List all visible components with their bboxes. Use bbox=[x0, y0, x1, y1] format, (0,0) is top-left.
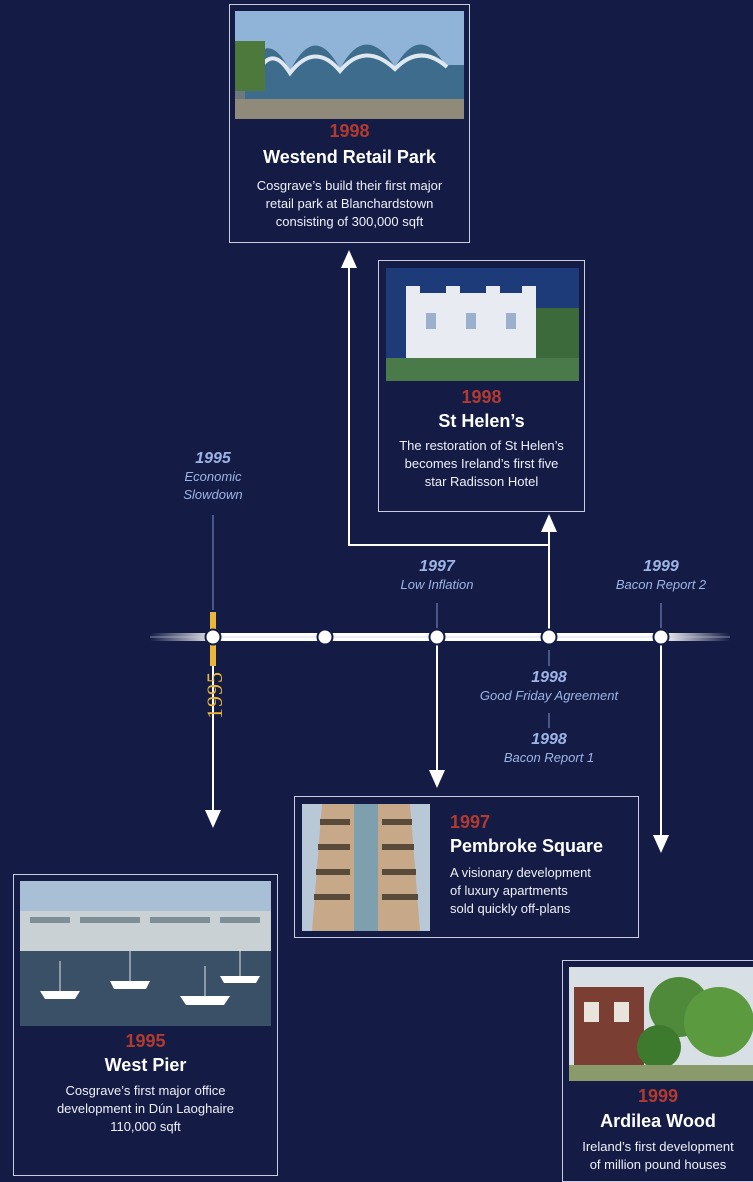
card-title: Ardilea Wood bbox=[600, 1111, 716, 1131]
card-description-line: 110,000 sqft bbox=[110, 1119, 181, 1134]
card-description: Ireland’s first development of million p… bbox=[571, 1138, 745, 1174]
card-description-line: retail park at Blanchardstown bbox=[265, 196, 434, 211]
node-1998 bbox=[540, 628, 558, 646]
event-1998-good-friday-agreement: 1998 Good Friday Agreement bbox=[459, 669, 639, 705]
pembroke-square-photo bbox=[302, 804, 430, 931]
card-description-line: Ireland’s first development bbox=[582, 1139, 734, 1154]
card-west-pier: 1995 West Pier Cosgrave’s first major of… bbox=[13, 874, 278, 1176]
card-title: West Pier bbox=[104, 1055, 187, 1075]
card-year: 1999 bbox=[637, 1086, 679, 1106]
card-title: St Helen’s bbox=[438, 411, 525, 431]
event-year: 1999 bbox=[643, 558, 679, 575]
card-westend-retail-park: 1998 Westend Retail Park Cosgrave’s buil… bbox=[229, 4, 470, 243]
card-year: 1995 bbox=[125, 1031, 166, 1051]
card-year: 1997 bbox=[450, 812, 491, 832]
event-year: 1995 bbox=[195, 450, 231, 467]
card-description-line: Cosgrave’s first major office bbox=[65, 1083, 226, 1098]
event-1999-bacon-report-2: 1999 Bacon Report 2 bbox=[596, 558, 726, 594]
card-description-line: sold quickly off-plans bbox=[450, 901, 571, 916]
event-1997-low-inflation: 1997 Low Inflation bbox=[377, 558, 497, 594]
card-year: 1998 bbox=[329, 121, 370, 141]
card-description: The restoration of St Helen’s becomes Ir… bbox=[387, 437, 576, 491]
card-ardilea-wood: 1999 Ardilea Wood Ireland’s first develo… bbox=[562, 960, 753, 1182]
card-description-line: star Radisson Hotel bbox=[424, 474, 539, 489]
axis-year-label-wrap: 1995 bbox=[199, 666, 229, 722]
card-description-line: development in Dún Laoghaire bbox=[56, 1101, 235, 1116]
event-year: 1998 bbox=[531, 731, 567, 748]
ardilea-wood-photo bbox=[569, 967, 753, 1081]
node-1999 bbox=[652, 628, 670, 646]
node-1996 bbox=[316, 628, 334, 646]
card-description-line: The restoration of St Helen’s bbox=[399, 438, 564, 453]
card-description: A visionary development of luxury apartm… bbox=[450, 864, 630, 918]
event-label: Economic bbox=[184, 469, 242, 484]
card-description-line: becomes Ireland’s first five bbox=[404, 456, 559, 471]
card-description: Cosgrave’s build their first major retai… bbox=[238, 177, 461, 231]
node-1997 bbox=[428, 628, 446, 646]
arrow-westend bbox=[341, 250, 549, 546]
west-pier-photo bbox=[20, 881, 271, 1026]
event-1998-bacon-report-1: 1998 Bacon Report 1 bbox=[479, 731, 619, 767]
card-year: 1998 bbox=[461, 387, 502, 407]
event-label: Low Inflation bbox=[400, 577, 474, 592]
event-year: 1998 bbox=[531, 669, 567, 686]
card-title: Westend Retail Park bbox=[263, 147, 436, 167]
card-description-line: of luxury apartments bbox=[450, 883, 568, 898]
event-label: Slowdown bbox=[183, 487, 243, 502]
event-label: Good Friday Agreement bbox=[479, 688, 619, 703]
st-helens-photo bbox=[386, 268, 579, 381]
card-st-helens: 1998 St Helen’s The restoration of St He… bbox=[378, 260, 585, 512]
card-description-line: consisting of 300,000 sqft bbox=[275, 214, 424, 229]
event-1995-economic-slowdown: 1995 Economic Slowdown bbox=[163, 450, 263, 504]
event-label: Bacon Report 1 bbox=[503, 750, 595, 765]
event-label: Bacon Report 2 bbox=[615, 577, 707, 592]
card-pembroke-square: 1997 Pembroke Square A visionary develop… bbox=[294, 796, 639, 938]
card-description: Cosgrave’s first major office developmen… bbox=[22, 1082, 269, 1136]
event-year: 1997 bbox=[419, 558, 455, 575]
axis-year-label: 1995 bbox=[202, 671, 227, 719]
westend-retail-park-photo bbox=[235, 11, 464, 119]
card-description-line: A visionary development bbox=[450, 865, 591, 880]
node-1995 bbox=[204, 628, 222, 646]
card-description-line: of million pound houses bbox=[589, 1157, 727, 1172]
card-title: Pembroke Square bbox=[450, 836, 604, 856]
card-description-line: Cosgrave’s build their first major bbox=[256, 178, 443, 193]
